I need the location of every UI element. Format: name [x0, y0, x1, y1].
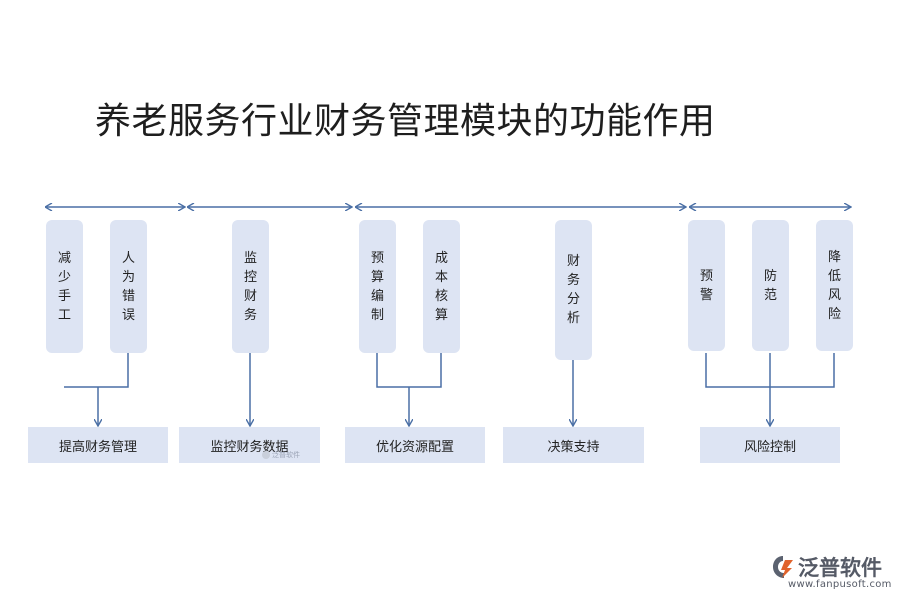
- group3-connector: [376, 353, 442, 388]
- brand-logo: 泛普软件 www.fanpusoft.com: [766, 550, 896, 596]
- watermark-logo-icon: [262, 451, 270, 459]
- node-monitor-finance: 监控财务: [232, 220, 269, 353]
- node-budgeting: 预算编制: [359, 220, 396, 353]
- output-monitor-data: 监控财务数据: [179, 427, 320, 463]
- node-reduce-risk: 降低风险: [816, 220, 853, 351]
- output-decision-support: 决策支持: [503, 427, 644, 463]
- node-financial-analysis: 财务分析: [555, 220, 592, 360]
- node-prevention: 防范: [752, 220, 789, 351]
- node-human-error: 人为错误: [110, 220, 147, 353]
- fanpu-logo-icon: [773, 556, 793, 578]
- node-reduce-manual: 减少手工: [46, 220, 83, 353]
- brand-url: www.fanpusoft.com: [788, 579, 892, 590]
- watermark: 泛普软件: [262, 450, 300, 460]
- diagram-title: 养老服务行业财务管理模块的功能作用: [95, 101, 716, 142]
- output-risk-control: 风险控制: [700, 427, 840, 463]
- output-improve-fm: 提高财务管理: [28, 427, 168, 463]
- node-cost-accounting: 成本核算: [423, 220, 460, 353]
- group1-connector: [64, 353, 129, 388]
- brand-name: 泛普软件: [798, 556, 882, 580]
- node-warning: 预警: [688, 220, 725, 351]
- output-optimize-resources: 优化资源配置: [345, 427, 485, 463]
